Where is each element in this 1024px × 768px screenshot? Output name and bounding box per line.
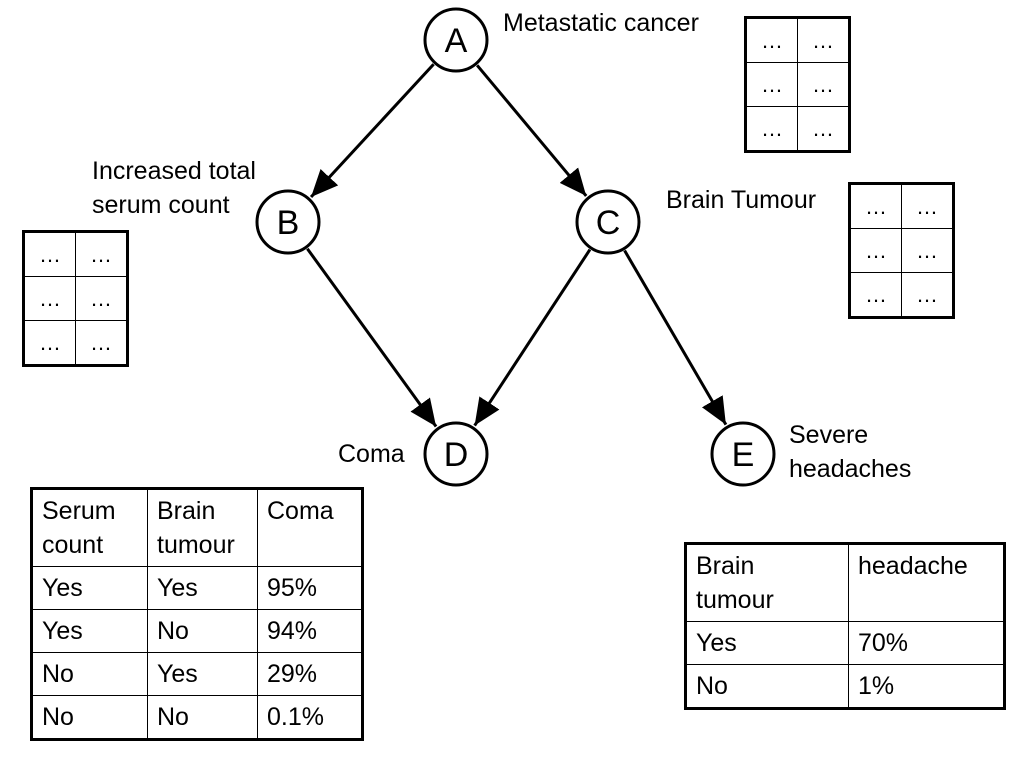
cell: 0.1% xyxy=(257,695,363,740)
cpt-cell: … xyxy=(75,231,128,277)
node-d: D xyxy=(423,421,489,487)
cell: 70% xyxy=(848,621,1005,665)
cpt-cell: … xyxy=(849,272,902,318)
cell: 29% xyxy=(257,652,363,696)
cpt-cell: … xyxy=(797,62,850,107)
node-circle xyxy=(255,189,321,255)
node-label-d: Coma xyxy=(338,440,405,468)
cell: Yes xyxy=(685,621,849,665)
cell: 95% xyxy=(257,566,363,610)
cell: No xyxy=(147,609,258,653)
cpt-cell: … xyxy=(75,276,128,321)
cpt-cell: … xyxy=(745,62,798,107)
node-letter: B xyxy=(277,204,300,242)
cell: No xyxy=(685,664,849,709)
header-coma: Coma xyxy=(257,488,363,567)
cell: No xyxy=(31,652,148,696)
node-circle xyxy=(423,421,489,487)
cpt-cell: … xyxy=(797,106,850,152)
cpt-cell: … xyxy=(23,276,76,321)
node-letter: D xyxy=(444,436,469,474)
table-row: No 1% xyxy=(685,664,1005,709)
table-row: No Yes 29% xyxy=(31,652,363,696)
cpt-cell: … xyxy=(797,17,850,63)
table-header-row: Serum count Brain tumour Coma xyxy=(31,488,363,567)
cpt-placeholder-c: …… …… …… xyxy=(848,182,955,319)
node-b: B xyxy=(255,189,321,255)
cell: 94% xyxy=(257,609,363,653)
node-label-a: Metastatic cancer xyxy=(503,9,699,37)
cpt-cell: … xyxy=(23,320,76,366)
cell: Yes xyxy=(147,652,258,696)
cpt-placeholder-a: …… …… …… xyxy=(744,16,851,153)
cpt-cell: … xyxy=(849,228,902,273)
node-a: A xyxy=(423,7,489,73)
node-letter: C xyxy=(596,204,621,242)
cell: No xyxy=(147,695,258,740)
node-circle xyxy=(423,7,489,73)
cpt-cell: … xyxy=(23,231,76,277)
edge-c-e xyxy=(623,249,728,426)
node-letter: E xyxy=(732,436,755,474)
header-headache: headache xyxy=(848,543,1005,622)
cpt-cell: … xyxy=(849,183,902,229)
table-row: Yes 70% xyxy=(685,621,1005,665)
node-circle xyxy=(710,421,776,487)
edge-c-d xyxy=(473,248,592,427)
edge-b-d xyxy=(306,247,438,428)
header-serum-count: Serum count xyxy=(31,488,148,567)
cell: No xyxy=(31,695,148,740)
coma-cpt-table: Serum count Brain tumour Coma Yes Yes 95… xyxy=(30,487,364,741)
table-row: Yes No 94% xyxy=(31,609,363,653)
node-label-c: Brain Tumour xyxy=(666,186,817,214)
node-c: C xyxy=(575,189,641,255)
cell: Yes xyxy=(147,566,258,610)
table-row: No No 0.1% xyxy=(31,695,363,740)
cell: Yes xyxy=(31,566,148,610)
edge-a-c xyxy=(476,64,588,197)
cpt-placeholder-b: …… …… …… xyxy=(22,230,129,367)
header-brain-tumour: Brain tumour xyxy=(685,543,849,622)
cpt-cell: … xyxy=(75,320,128,366)
cpt-cell: … xyxy=(901,272,954,318)
header-brain-tumour: Brain tumour xyxy=(147,488,258,567)
cpt-cell: … xyxy=(901,183,954,229)
cpt-cell: … xyxy=(745,17,798,63)
cell: Yes xyxy=(31,609,148,653)
cell: 1% xyxy=(848,664,1005,709)
headache-cpt-table: Brain tumour headache Yes 70% No 1% xyxy=(684,542,1006,710)
edge-a-b xyxy=(309,63,435,199)
cpt-cell: … xyxy=(901,228,954,273)
node-e: E xyxy=(710,421,776,487)
node-label-e: Severe headaches xyxy=(789,421,912,483)
node-letter: A xyxy=(445,22,468,60)
node-label-b: Increased total serum count xyxy=(92,157,256,219)
table-header-row: Brain tumour headache xyxy=(685,543,1005,622)
cpt-cell: … xyxy=(745,106,798,152)
table-row: Yes Yes 95% xyxy=(31,566,363,610)
node-circle xyxy=(575,189,641,255)
